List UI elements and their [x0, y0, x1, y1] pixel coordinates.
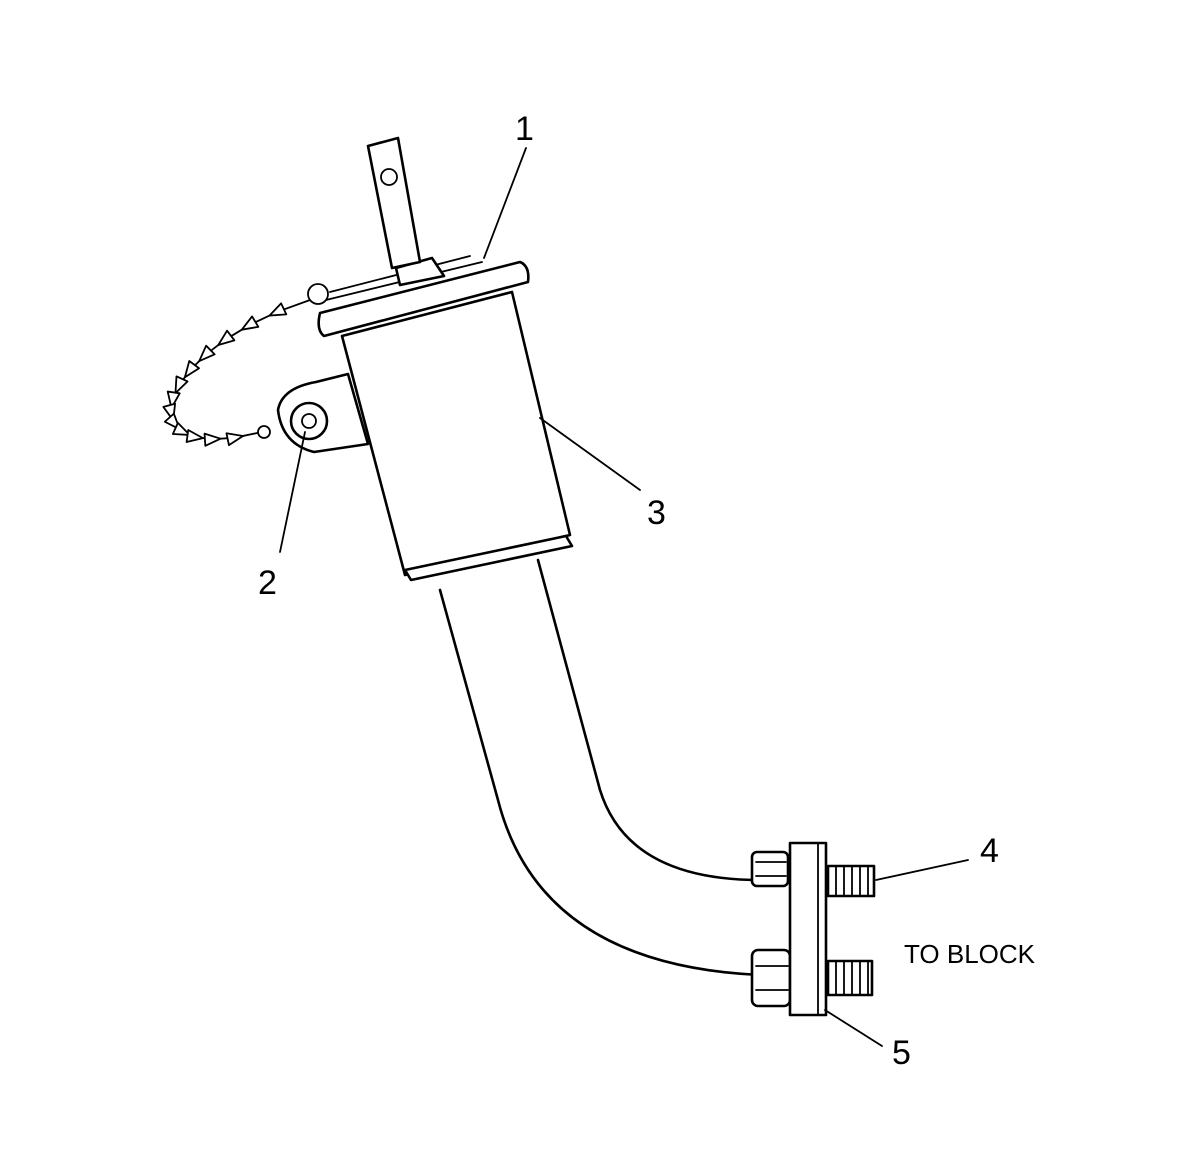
callout-1: 1 — [515, 110, 534, 148]
chain-ring-lower — [257, 425, 271, 439]
nut-upper — [750, 850, 790, 888]
chain-link — [171, 422, 191, 436]
flange-plate — [788, 841, 828, 1017]
flange-assembly — [750, 841, 876, 1017]
retaining-chain — [162, 299, 311, 447]
chain-link — [183, 360, 200, 379]
chain-link — [166, 390, 181, 409]
callout-5: 5 — [892, 1034, 911, 1072]
leader-3 — [539, 417, 641, 491]
chain-link — [203, 432, 222, 447]
callout-3: 3 — [647, 494, 666, 532]
chain-ring-upper — [307, 283, 329, 305]
chain-link — [174, 375, 189, 394]
callout-2: 2 — [258, 564, 277, 602]
stud-lower — [826, 959, 874, 997]
leader-4 — [875, 859, 969, 881]
note-to-block: TO BLOCK — [904, 939, 1036, 969]
bent-tube — [438, 558, 762, 977]
chain-link — [185, 429, 204, 443]
chain-link — [198, 344, 216, 362]
nut-lower — [750, 948, 792, 1008]
chain-link — [217, 329, 236, 346]
leader-lines — [279, 147, 969, 1047]
leader-1 — [483, 147, 527, 259]
chain-link — [240, 315, 260, 331]
mounting-lug — [276, 372, 370, 454]
stud-upper — [826, 864, 876, 898]
cylinder-body — [340, 290, 574, 582]
chain-link — [225, 432, 244, 447]
chain-link — [268, 302, 288, 317]
leader-2 — [279, 431, 306, 553]
plunger-rod — [366, 136, 422, 270]
leader-5 — [824, 1009, 883, 1047]
callout-4: 4 — [980, 832, 999, 870]
